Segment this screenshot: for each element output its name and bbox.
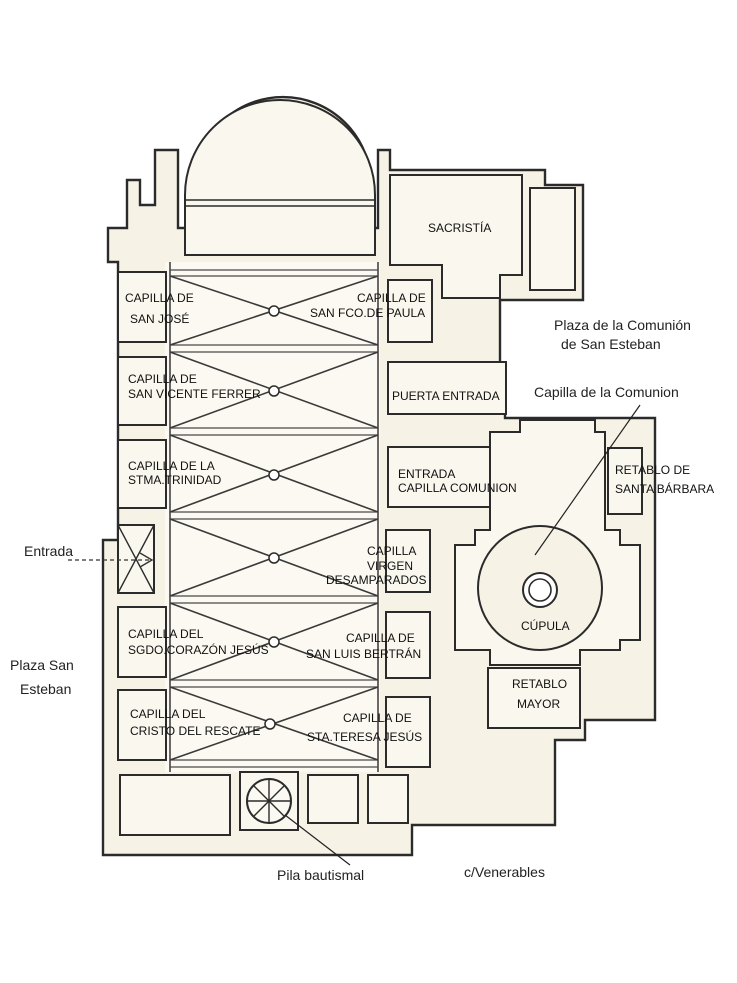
cap-rescate-label-2: CRISTO DEL RESCATE (130, 724, 260, 738)
cap-rescate-label-1: CAPILLA DEL (130, 707, 206, 721)
cap-trinidad-label-1: CAPILLA DE LA (128, 459, 215, 473)
bottom-room-left (119, 774, 231, 836)
chapel-trinidad (117, 439, 167, 509)
chapel-fco-paula (387, 279, 433, 343)
chapel-cristo-rescate (117, 689, 167, 761)
cap-virgen-label-1: CAPILLA (367, 544, 416, 558)
capilla-comunion-label: Capilla de la Comunion (534, 384, 679, 400)
cap-vicente-label-2: SAN VICENTE FERRER (128, 387, 261, 401)
plaza-san-esteban-label-1: Plaza San (10, 657, 74, 673)
entrada-cap-comunion-label-1: ENTRADA (398, 467, 455, 481)
cap-fco-paula-label-1: CAPILLA DE (357, 291, 426, 305)
sacristia-label: SACRISTÍA (428, 220, 491, 235)
puerta-entrada-label: PUERTA ENTRADA (392, 389, 500, 403)
sacristy-annex (529, 187, 576, 291)
vault-keystones (264, 305, 280, 730)
chapel-sagrado-corazon (117, 606, 167, 678)
cap-san-jose-label-1: CAPILLA DE (125, 291, 194, 305)
capilla-comunion-leader (534, 404, 641, 556)
cupula-label: CÚPULA (521, 618, 570, 633)
retablo-mayor-room (487, 667, 581, 729)
entrada-arrow (139, 552, 154, 568)
pila-label: Pila bautismal (277, 867, 364, 883)
entrada-label: Entrada (24, 543, 73, 559)
chapel-virgen (385, 529, 431, 593)
retablo-santa-barbara-niche (607, 447, 643, 515)
puerta-entrada-room (387, 361, 507, 415)
cap-corazon-label-1: CAPILLA DEL (128, 627, 204, 641)
apse (184, 99, 376, 256)
lantern-inner (528, 578, 552, 602)
font-spokes (247, 779, 291, 823)
cap-teresa-label-1: CAPILLA DE (343, 711, 412, 725)
chapel-sta-teresa (385, 696, 431, 768)
entrada-cap-comunion-label-2: CAPILLA COMUNION (398, 481, 517, 495)
cap-fco-paula-label-2: SAN FCO.DE PAULA (310, 306, 425, 320)
pila-leader (284, 814, 351, 866)
chapel-san-vicente (117, 356, 167, 426)
chapel-san-luis (385, 611, 431, 679)
plaza-comunion-label-1: Plaza de la Comunión (554, 317, 691, 333)
cap-luis-label-1: CAPILLA DE (346, 631, 415, 645)
retablo-barbara-label-2: SANTA BÁRBARA (615, 481, 714, 496)
cap-luis-label-2: SAN LUIS BERTRÁN (306, 646, 421, 661)
plaza-san-esteban-label-2: Esteban (20, 681, 71, 697)
cap-san-jose-label-2: SAN JOSÉ (130, 311, 189, 326)
cap-vicente-label-1: CAPILLA DE (128, 372, 197, 386)
cap-trinidad-label-2: STMA.TRINIDAD (128, 473, 222, 487)
sacristy-room (389, 174, 523, 299)
nave (165, 262, 380, 772)
cap-teresa-label-2: STA.TERESA JESÚS (307, 729, 422, 744)
cap-virgen-label-3: DESAMPARADOS (326, 573, 426, 587)
plaza-comunion-label-2: de San Esteban (561, 336, 661, 352)
retablo-barbara-label-1: RETABLO DE (615, 463, 690, 477)
bottom-room-right (367, 774, 409, 824)
arch-bands (170, 269, 378, 768)
entrance-vault (117, 524, 155, 594)
retablo-mayor-label-1: RETABLO (512, 677, 567, 691)
retablo-mayor-label-2: MAYOR (517, 697, 560, 711)
cap-corazon-label-2: SGDO.CORAZÓN JESÚS (128, 642, 269, 657)
bottom-room-mid (307, 774, 359, 824)
chapel-san-jose (117, 271, 167, 343)
calle-label: c/Venerables (464, 864, 545, 880)
cap-virgen-label-2: VIRGEN (367, 559, 413, 573)
